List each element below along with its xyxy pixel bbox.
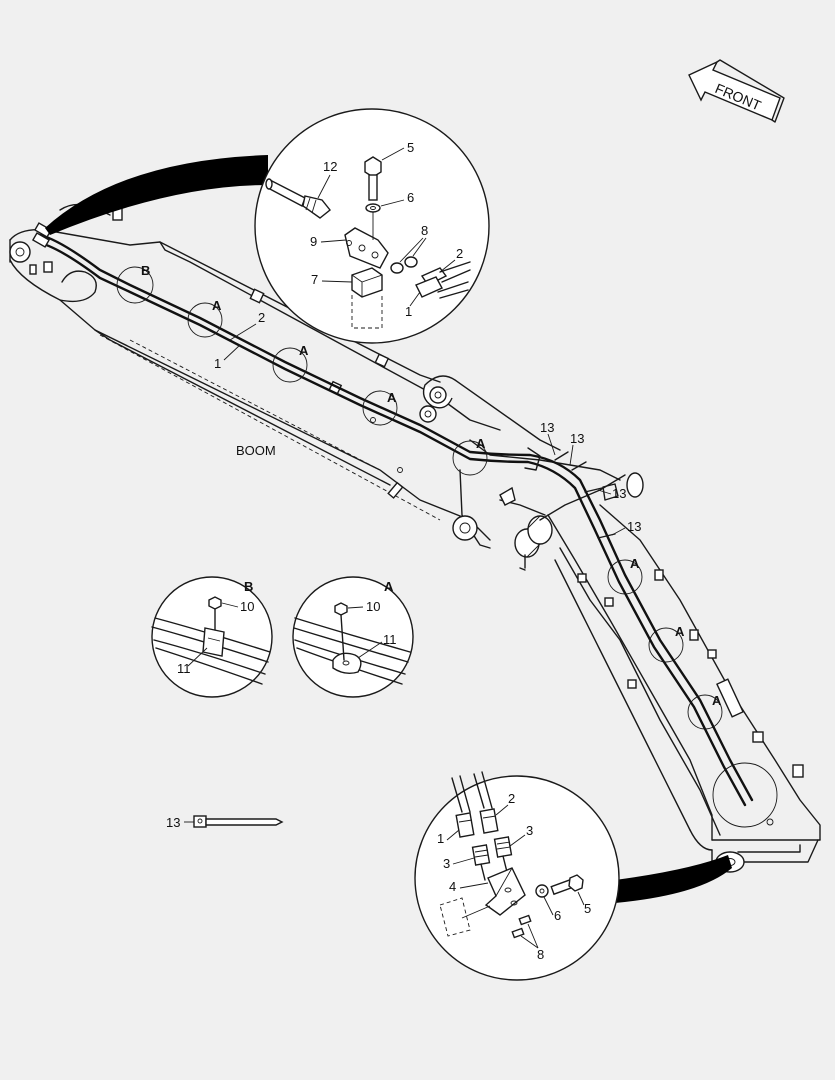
detail-b-10: 10: [240, 599, 254, 614]
callout-a-1: A: [212, 298, 222, 313]
boom: [9, 203, 644, 571]
callout-a-6: A: [675, 624, 685, 639]
detail-a-title: A: [384, 579, 394, 594]
leader-wedge-top: [45, 155, 268, 235]
callout-circles: [116, 266, 778, 828]
bottom-detail-3b: 3: [443, 856, 450, 871]
front-arrow: FRONT: [688, 59, 785, 123]
callout-b: B: [141, 263, 150, 278]
detail-b-11: 11: [177, 661, 191, 676]
top-detail-7: 7: [311, 272, 318, 287]
callout-13-b: 13: [570, 431, 584, 446]
arm: [547, 483, 821, 873]
top-detail-1: 1: [405, 304, 412, 319]
bottom-detail-5: 5: [584, 901, 591, 916]
callout-1: 1: [214, 356, 221, 371]
callout-a-7: A: [712, 693, 722, 708]
detail-a-10: 10: [366, 599, 380, 614]
callout-2: 2: [258, 310, 265, 325]
callout-13-d: 13: [627, 519, 641, 534]
top-detail-2: 2: [456, 246, 463, 261]
top-detail-8: 8: [421, 223, 428, 238]
callout-a-4: A: [476, 436, 486, 451]
cable-tie-label: 13: [166, 815, 180, 830]
bottom-detail-8: 8: [537, 947, 544, 962]
bottom-detail-2: 2: [508, 791, 515, 806]
leader-wedge-bottom: [615, 855, 732, 903]
detail-top: 12 5 6 9 8 2 7 1: [254, 108, 490, 344]
callout-13-c: 13: [612, 486, 626, 501]
detail-b-title: B: [244, 579, 253, 594]
callout-a-5: A: [630, 556, 640, 571]
detail-a: A 10 11: [292, 576, 414, 698]
callout-13-a: 13: [540, 420, 554, 435]
detail-a-11: 11: [383, 632, 397, 647]
top-detail-5: 5: [407, 140, 414, 155]
bottom-detail-1: 1: [437, 831, 444, 846]
callout-a-2: A: [299, 343, 309, 358]
boom-label: BOOM: [236, 443, 276, 458]
top-detail-9: 9: [310, 234, 317, 249]
hose-lines: [31, 222, 754, 807]
cable-tie: 13: [166, 815, 284, 830]
detail-bottom: 2 1 3 3 4 6 5 8: [414, 771, 620, 981]
top-detail-6: 6: [407, 190, 414, 205]
bottom-detail-6: 6: [554, 908, 561, 923]
bottom-detail-4: 4: [449, 879, 456, 894]
detail-b: B 10 11: [151, 576, 273, 698]
top-detail-12: 12: [323, 159, 337, 174]
callout-a-3: A: [387, 390, 397, 405]
bottom-detail-3a: 3: [526, 823, 533, 838]
